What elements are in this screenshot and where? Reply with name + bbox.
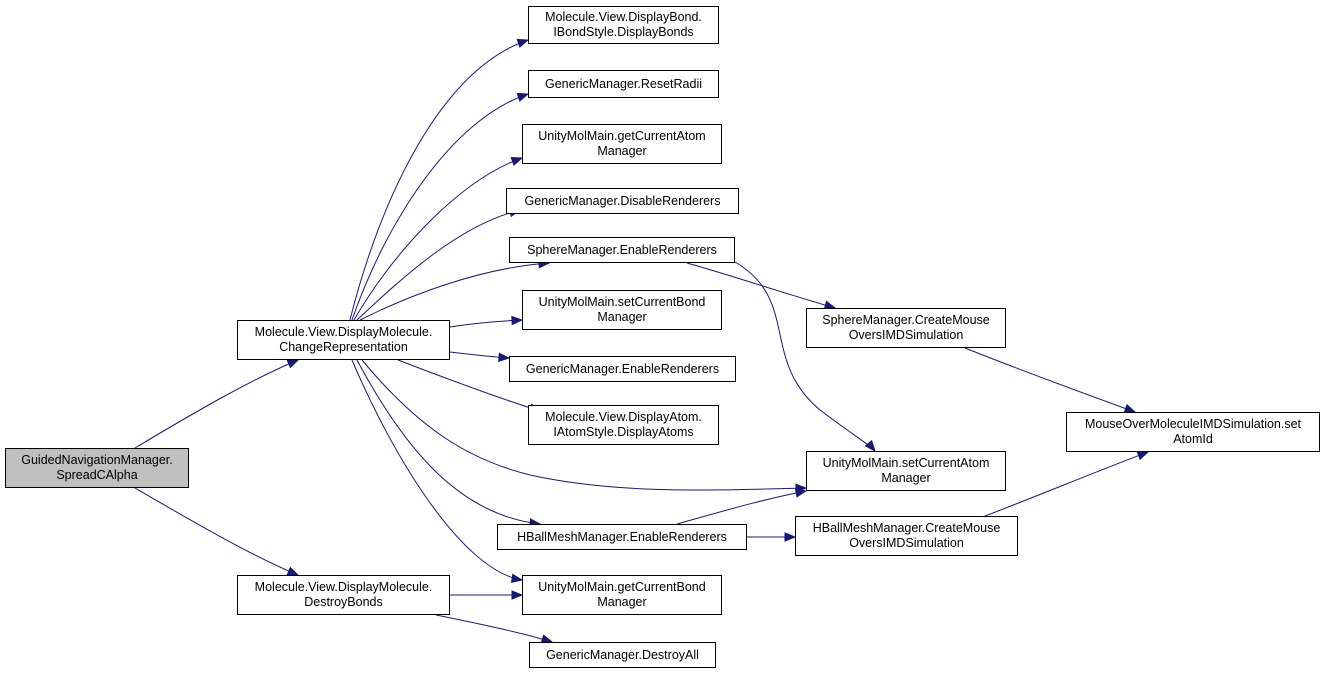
edge-root-to-destroy_bonds (134, 487, 300, 576)
node-label-line: GenericManager.ResetRadii (544, 76, 703, 91)
node-label-line: Manager (881, 471, 931, 485)
node-destroy-bonds[interactable]: Molecule.View.DisplayMolecule.DestroyBon… (237, 575, 450, 615)
node-sphere-enable[interactable]: SphereManager.EnableRenderers (509, 237, 735, 263)
node-root: GuidedNavigationManager.SpreadCAlpha (5, 448, 189, 488)
node-label-line: UnityMolMain.getCurrentBond (538, 580, 706, 594)
node-label-line: Manager (597, 144, 647, 158)
node-label-line: IAtomStyle.DisplayAtoms (553, 425, 694, 439)
node-label-line: IBondStyle.DisplayBonds (553, 25, 694, 39)
edge-change_rep-to-get_bond_mgr (351, 359, 524, 584)
node-label-line: GenericManager.DisableRenderers (524, 193, 721, 208)
node-display-bonds[interactable]: Molecule.View.DisplayBond.IBondStyle.Dis… (528, 6, 719, 44)
node-hball-enable[interactable]: HBallMeshManager.EnableRenderers (497, 524, 747, 550)
node-label-line: Molecule.View.DisplayMolecule. (254, 580, 433, 594)
node-label-line: SphereManager.CreateMouse (822, 313, 990, 327)
node-label-line: AtomId (1173, 432, 1213, 446)
node-destroy-all[interactable]: GenericManager.DestroyAll (529, 642, 716, 668)
edge-hball_create-to-set_atom_id (984, 451, 1150, 517)
edge-hball_enable-to-set_atom_mgr (676, 488, 808, 525)
edge-change_rep-to-generic_enable (449, 351, 511, 362)
edge-sphere_create-to-set_atom_id (964, 347, 1137, 413)
node-reset-radii[interactable]: GenericManager.ResetRadii (528, 70, 719, 98)
node-label-line: OversIMDSimulation (848, 328, 964, 342)
node-label-line: UnityMolMain.getCurrentAtom (538, 129, 706, 143)
node-disable-renderers[interactable]: GenericManager.DisableRenderers (506, 188, 739, 214)
node-label-line: GenericManager.EnableRenderers (525, 361, 720, 376)
node-label-line: Manager (597, 595, 647, 609)
node-label-line: Molecule.View.DisplayBond. (545, 10, 702, 24)
edge-sphere_enable-to-set_atom_mgr (734, 261, 876, 453)
edge-change_rep-to-reset_radii (351, 92, 530, 321)
node-label-line: MouseOverMoleculeIMDSimulation.set (1084, 417, 1302, 431)
edge-change_rep-to-set_bond_mgr (449, 315, 524, 328)
edge-change_rep-to-display_bonds (349, 38, 530, 321)
edge-hball_enable-to-hball_create (747, 532, 797, 542)
node-label-line: Molecule.View.DisplayAtom. (545, 410, 702, 424)
node-label-line: GenericManager.DestroyAll (546, 647, 699, 662)
edge-destroy_bonds-to-get_bond_mgr (450, 590, 524, 600)
node-label-line: SpreadCAlpha (56, 468, 138, 482)
node-label-line: UnityMolMain.setCurrentBond (538, 295, 706, 309)
node-change-rep[interactable]: Molecule.View.DisplayMolecule.ChangeRepr… (237, 320, 450, 360)
edge-root-to-change_rep (134, 359, 300, 449)
node-label-line: HBallMeshManager.CreateMouse (812, 521, 1001, 535)
node-label-line: SphereManager.EnableRenderers (527, 242, 717, 257)
edge-change_rep-to-disable_renderers (356, 207, 522, 321)
node-label-line: UnityMolMain.setCurrentAtom (822, 456, 990, 470)
node-display-atoms[interactable]: Molecule.View.DisplayAtom.IAtomStyle.Dis… (528, 405, 719, 445)
node-generic-enable[interactable]: GenericManager.EnableRenderers (509, 356, 736, 382)
node-label-line: DestroyBonds (304, 595, 383, 609)
node-label-line: Molecule.View.DisplayMolecule. (254, 325, 433, 339)
node-label-line: OversIMDSimulation (849, 536, 964, 550)
node-label-line: Manager (597, 310, 647, 324)
node-label-line: HBallMeshManager.EnableRenderers (517, 529, 727, 544)
edge-change_rep-to-get_atom_mgr (353, 157, 524, 321)
node-label-line: GuidedNavigationManager. (21, 453, 173, 467)
edge-destroy_bonds-to-destroy_all (435, 614, 554, 644)
node-label-line: ChangeRepresentation (279, 340, 408, 354)
